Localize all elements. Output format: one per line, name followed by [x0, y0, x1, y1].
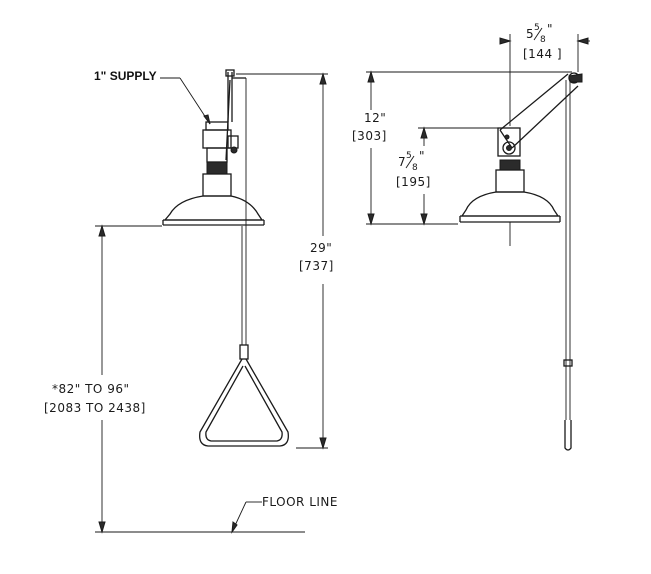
head-drop-inches-mark: " [419, 149, 425, 163]
arm-rise-dimension: 12" [303] [352, 70, 572, 226]
offset-inches-denominator: 8 [540, 35, 546, 45]
front-view [162, 69, 289, 447]
mount-height-inches: *82" TO 96" [52, 382, 129, 396]
head-drop-inches-denominator: 8 [412, 163, 418, 173]
mount-height-mm: [2083 TO 2438] [44, 401, 146, 415]
offset-mm: [144 ] [523, 47, 562, 61]
arm-rise-inches: 12" [364, 111, 386, 125]
offset-inches-mark: " [547, 22, 553, 36]
arm-rise-mm: [303] [352, 129, 387, 143]
overall-height-mm: [737] [299, 259, 334, 273]
mount-height-dimension: *82" TO 96" [2083 TO 2438] [44, 224, 162, 534]
offset-inches-numerator: 5 [534, 23, 540, 33]
supply-callout: 1" SUPPLY [94, 69, 211, 125]
side-view [459, 72, 583, 451]
offset-inches-whole: 5 [526, 27, 534, 41]
head-drop-mm: [195] [396, 175, 431, 189]
overall-height-inches: 29" [310, 241, 332, 255]
overall-height-dimension: 29" [737] [236, 72, 334, 450]
offset-dimension: 5 5 8 " [144 ] [499, 22, 590, 126]
floor-line-label: FLOOR LINE [262, 495, 338, 509]
head-drop-inches-numerator: 5 [406, 151, 412, 161]
head-drop-dimension: 7 5 8 " [195] [396, 126, 498, 226]
supply-label: 1" SUPPLY [94, 69, 157, 83]
floor-line: FLOOR LINE [95, 495, 338, 534]
head-drop-inches-whole: 7 [398, 155, 406, 169]
